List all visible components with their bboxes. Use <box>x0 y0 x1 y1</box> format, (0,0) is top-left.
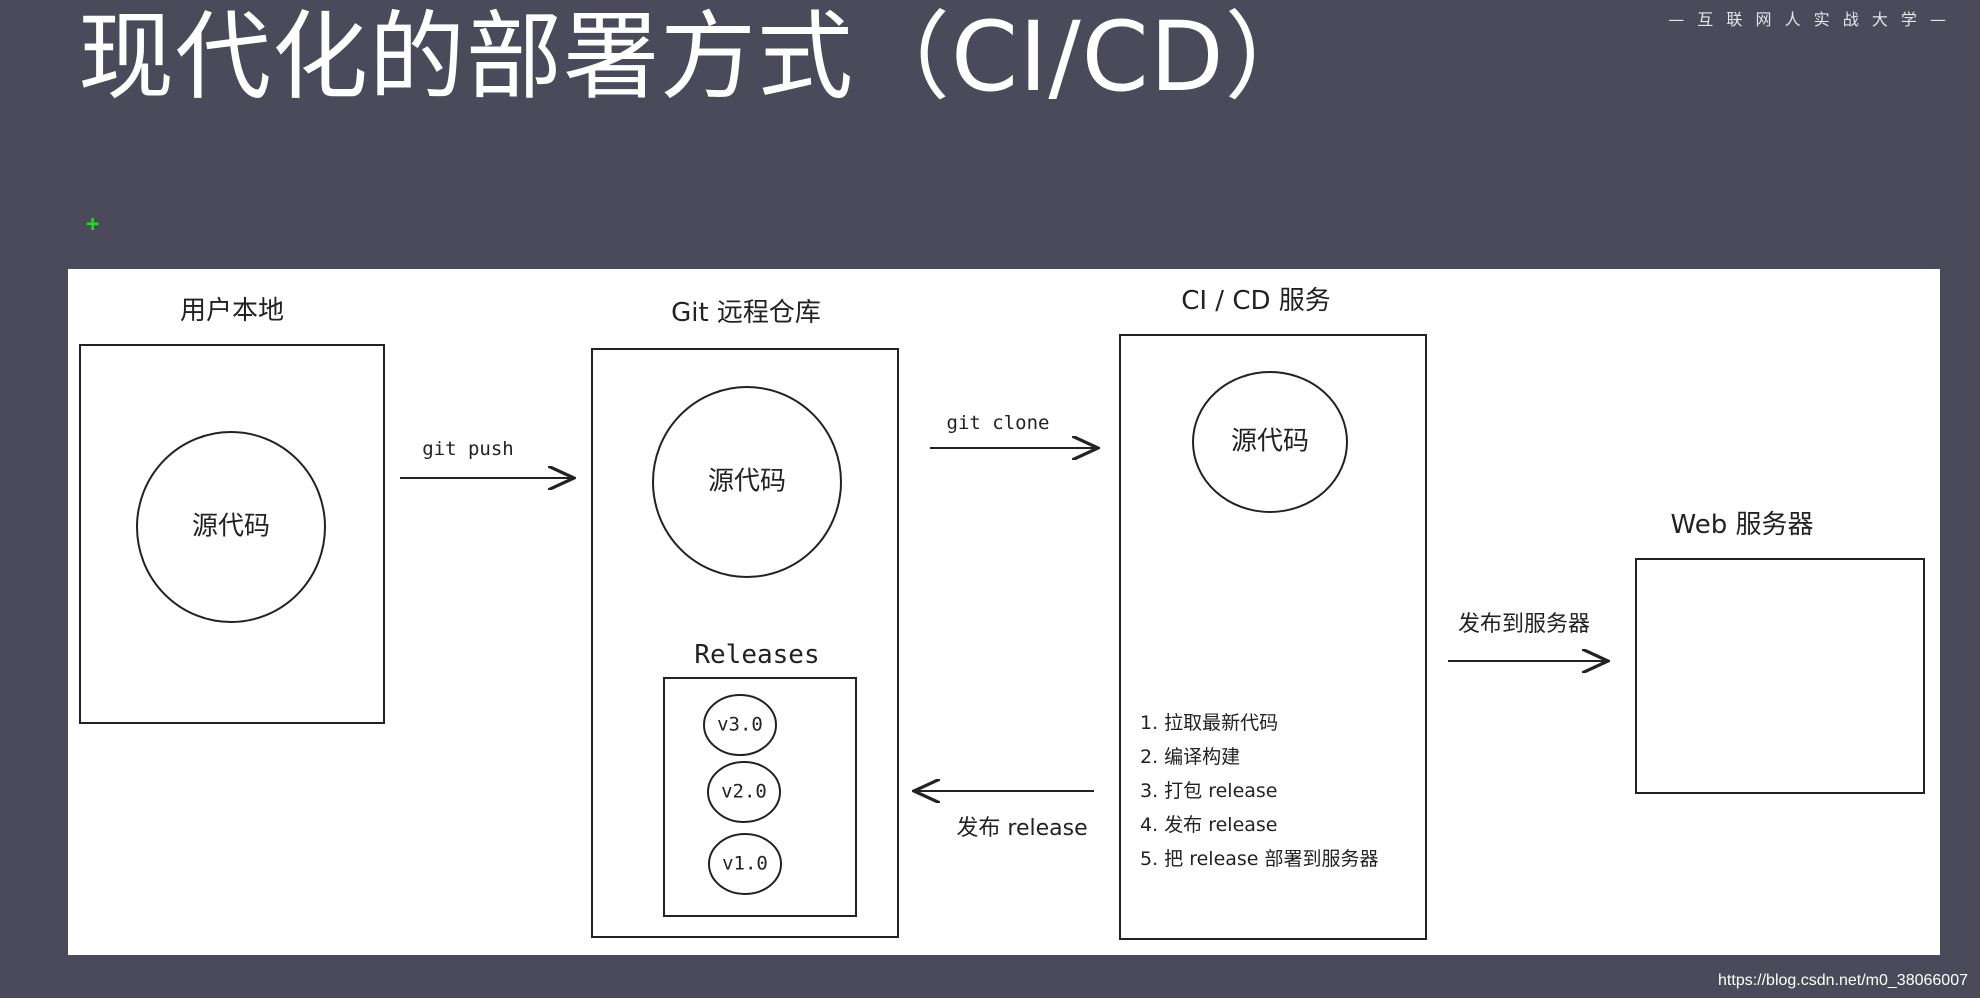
cicd-step-3: 3. 打包 release <box>1140 780 1278 802</box>
slide-title: 现代化的部署方式（CI/CD） <box>78 1 1322 113</box>
git-push-label: git push <box>422 438 514 460</box>
cicd-source-circle <box>1192 371 1348 513</box>
publish-server-label: 发布到服务器 <box>1458 612 1590 637</box>
local-label: 用户本地 <box>180 296 284 326</box>
local-source-label: 源代码 <box>192 512 270 542</box>
remote-source-label: 源代码 <box>708 467 786 497</box>
web-server-box <box>1635 558 1925 794</box>
cicd-source-label: 源代码 <box>1231 427 1309 457</box>
git-clone-label: git clone <box>947 412 1050 434</box>
local-source-circle <box>136 431 326 623</box>
remote-label: Git 远程仓库 <box>671 298 821 328</box>
source-watermark: https://blog.csdn.net/m0_38066007 <box>1718 972 1968 989</box>
crosshair-cursor-icon: + <box>86 212 100 237</box>
cicd-step-4: 4. 发布 release <box>1140 814 1278 836</box>
cicd-box <box>1119 334 1427 940</box>
release-v1-circle <box>708 833 782 895</box>
publish-release-label: 发布 release <box>956 816 1087 841</box>
local-box <box>79 344 385 724</box>
diagram-canvas: 用户本地 源代码 git push Git 远程仓库 源代码 Releases … <box>68 269 1940 955</box>
cicd-label: CI / CD 服务 <box>1181 286 1331 316</box>
cicd-diagram: 用户本地 源代码 git push Git 远程仓库 源代码 Releases … <box>79 286 1925 940</box>
brand-tagline: — 互 联 网 人 实 战 大 学 — <box>1668 10 1950 29</box>
release-v2-label: v2.0 <box>721 781 767 803</box>
releases-box <box>663 677 857 917</box>
cicd-step-2: 2. 编译构建 <box>1140 746 1240 768</box>
remote-source-circle <box>652 386 842 578</box>
release-v3-label: v3.0 <box>717 714 763 736</box>
cicd-step-1: 1. 拉取最新代码 <box>1140 712 1278 734</box>
web-label: Web 服务器 <box>1671 510 1814 540</box>
release-v1-label: v1.0 <box>722 853 768 875</box>
cicd-step-5: 5. 把 release 部署到服务器 <box>1140 848 1379 870</box>
release-v2-circle <box>707 761 781 823</box>
remote-box <box>591 348 899 938</box>
release-v3-circle <box>703 694 777 756</box>
releases-label: Releases <box>694 640 819 670</box>
